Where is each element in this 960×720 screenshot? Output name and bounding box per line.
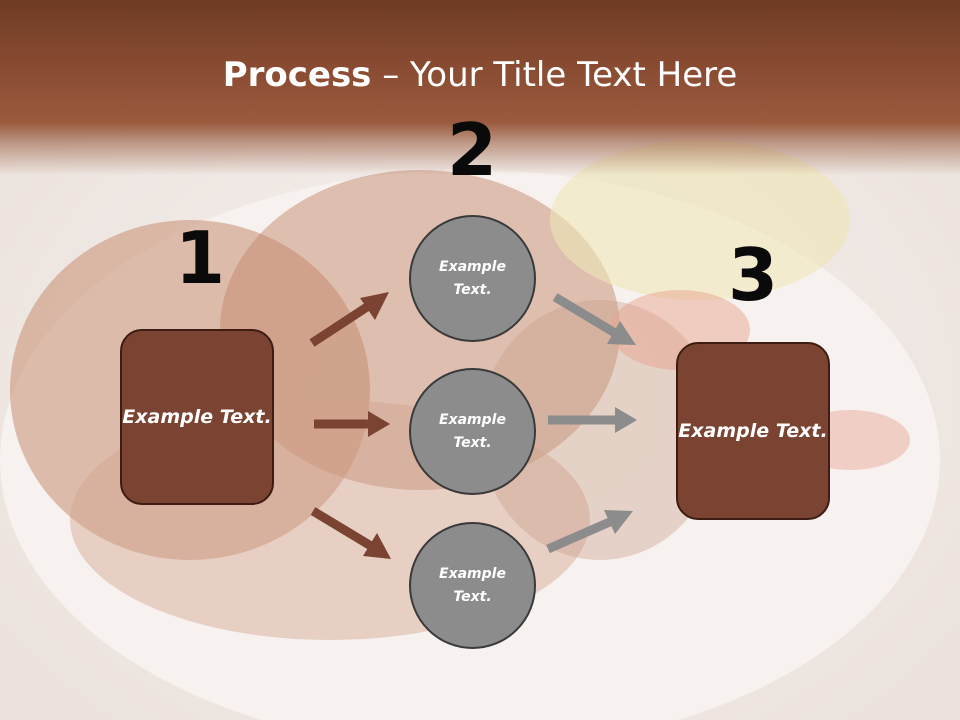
step-box-3-label: Example Text. xyxy=(678,419,828,442)
circle-middle[interactable]: Example Text. xyxy=(409,368,536,495)
circle-bottom-label: Example Text. xyxy=(439,565,506,605)
title-banner xyxy=(0,0,960,175)
arrow-box1-to-bottom xyxy=(310,507,391,559)
slide-title: Process – Your Title Text Here xyxy=(0,52,960,98)
arrow-box1-to-middle xyxy=(314,411,390,437)
step-number-1: 1 xyxy=(174,216,226,300)
circle-top[interactable]: Example Text. xyxy=(409,215,536,342)
step-number-2: 2 xyxy=(446,108,498,192)
step-box-1[interactable]: Example Text. xyxy=(120,329,274,505)
circle-middle-label: Example Text. xyxy=(439,411,506,451)
circle-top-label: Example Text. xyxy=(439,258,506,298)
circle-bottom[interactable]: Example Text. xyxy=(409,522,536,649)
title-bold: Process xyxy=(222,55,372,95)
step-number-3: 3 xyxy=(727,233,779,317)
arrow-bottom-to-box3 xyxy=(546,510,633,554)
step-box-3[interactable]: Example Text. xyxy=(676,342,830,520)
step-box-1-label: Example Text. xyxy=(122,405,272,428)
title-rest: – Your Title Text Here xyxy=(371,55,738,95)
arrow-top-to-box3 xyxy=(552,293,636,345)
arrow-middle-to-box3 xyxy=(548,407,637,433)
arrow-box1-to-top xyxy=(309,292,389,347)
